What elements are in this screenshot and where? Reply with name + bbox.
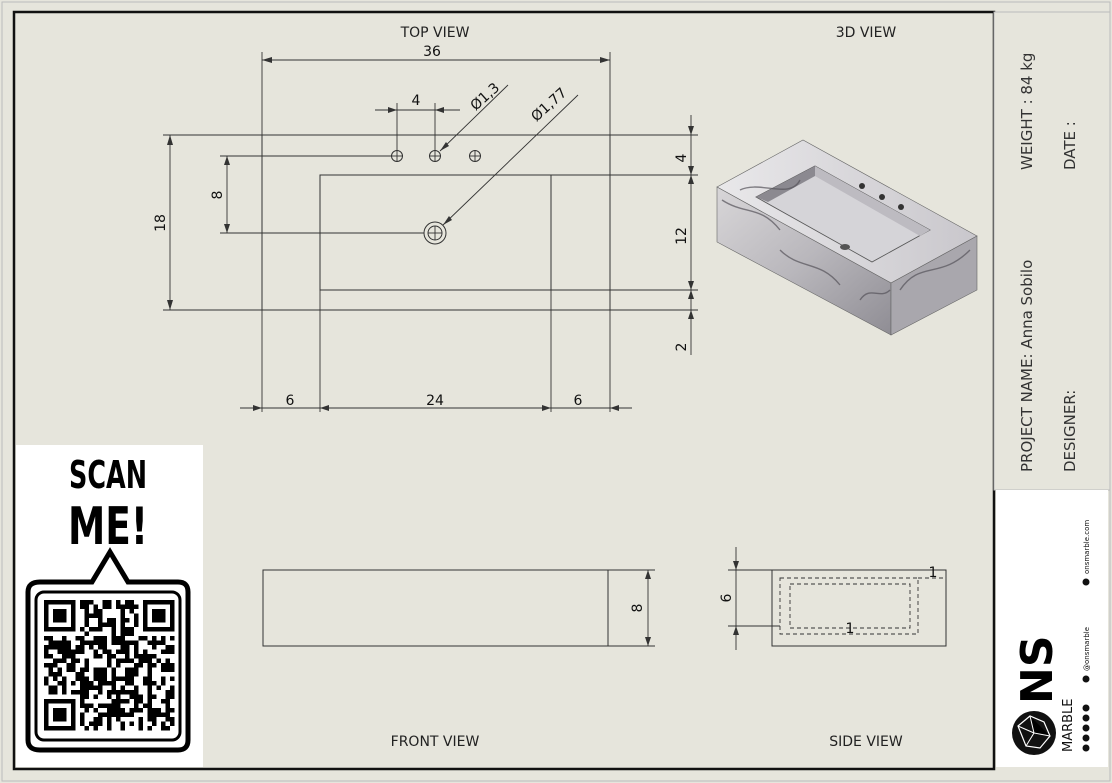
side-small-dim-2: 1 <box>846 621 855 637</box>
me-text: ME! <box>68 497 148 557</box>
dim-front-height <box>608 569 655 647</box>
social-icons <box>1082 675 1090 752</box>
dim-side-height-value: 6 <box>719 593 735 602</box>
date-field: DATE : <box>1061 121 1079 170</box>
dim-back-margin: 4 <box>674 153 690 162</box>
weight-field: WEIGHT : 84 kg <box>1018 53 1036 170</box>
social-handle: @onsmarble <box>1083 627 1091 671</box>
ons-marble-logo <box>1012 711 1056 755</box>
side-small-dim-1: 1 <box>929 565 938 581</box>
dim-drain-offset <box>220 155 424 234</box>
dim-overall-width-value: 36 <box>423 44 441 60</box>
drain-hole <box>423 221 447 245</box>
designer-field: DESIGNER: <box>1061 390 1079 472</box>
dim-bottom-chain <box>240 290 632 412</box>
leader-tap-hole <box>439 84 509 152</box>
qr-code[interactable] <box>44 600 175 731</box>
leader-drain-arrow <box>443 216 452 225</box>
dim-overall-depth <box>163 134 262 311</box>
top-view-outline <box>261 134 611 311</box>
tap-hole-right <box>469 150 481 162</box>
scan-text: SCAN <box>69 453 147 497</box>
dim-side-height <box>728 547 780 650</box>
dim-hole-spacing-value: 4 <box>412 93 421 109</box>
front-view-outline <box>262 569 609 647</box>
dim-overall-width <box>261 52 611 135</box>
title-block <box>993 11 1111 491</box>
three-d-sink-render <box>716 139 978 336</box>
dim-drain-offset-value: 8 <box>210 191 226 200</box>
dim-hole-spacing <box>375 103 460 150</box>
dim-front-height-value: 8 <box>630 604 646 613</box>
three-d-view-label: 3D VIEW <box>836 25 897 41</box>
dim-basin-width: 24 <box>426 393 444 409</box>
website-link[interactable]: onsmarble.com <box>1083 520 1091 574</box>
dim-right-chain <box>551 115 698 355</box>
tap-hole-center <box>429 150 441 162</box>
side-view-label: SIDE VIEW <box>829 734 903 750</box>
globe-icon <box>1082 578 1090 586</box>
dim-overall-depth-value: 18 <box>153 214 169 232</box>
dim-right-margin: 6 <box>574 393 583 409</box>
side-view-outline <box>771 569 947 647</box>
leader-drain <box>442 94 579 226</box>
leader-tap-hole-arrow <box>440 142 449 151</box>
front-view-label: FRONT VIEW <box>391 734 480 750</box>
qr-inner-border <box>34 590 182 742</box>
top-view-basin <box>319 174 552 291</box>
logo-word: MARBLE <box>1061 698 1076 752</box>
dim-left-margin: 6 <box>286 393 295 409</box>
logo-letters: NS <box>1012 635 1063 704</box>
side-view-hidden-lines <box>779 577 946 635</box>
dim-front-margin: 2 <box>674 343 690 352</box>
dim-basin-depth: 12 <box>674 227 690 245</box>
top-view-label: TOP VIEW <box>400 25 470 41</box>
project-name-field: PROJECT NAME: Anna Sobilo <box>1018 260 1036 472</box>
tap-hole-left <box>391 150 403 162</box>
